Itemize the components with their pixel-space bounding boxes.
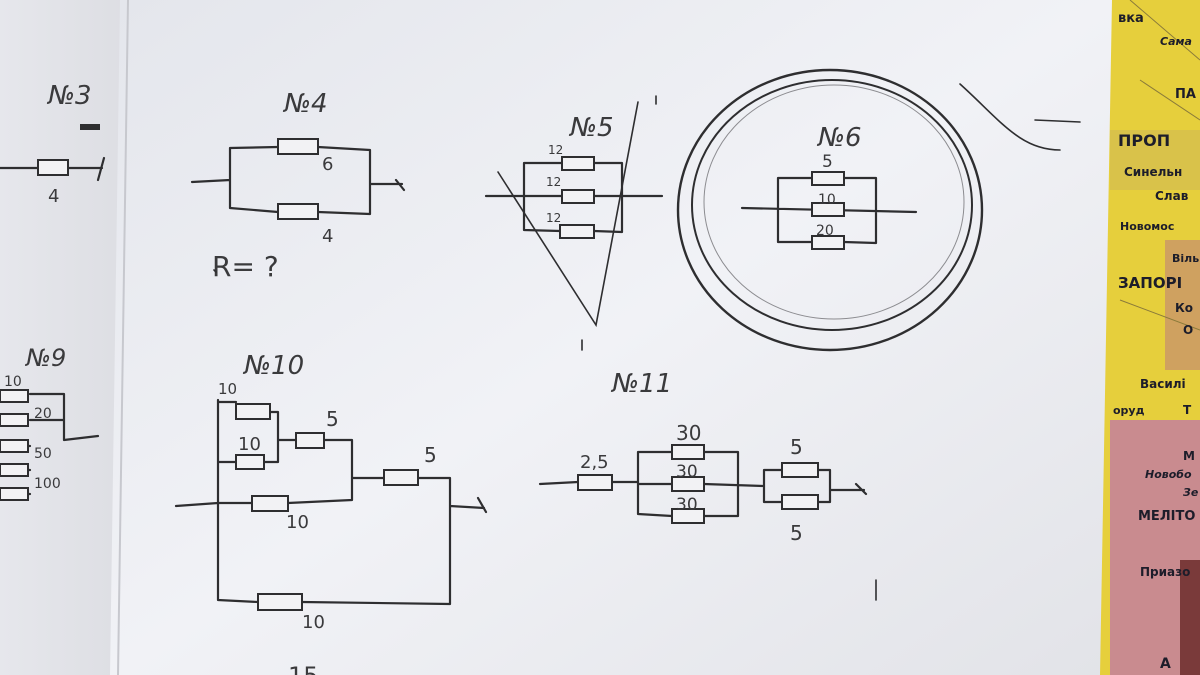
resistor xyxy=(37,159,69,176)
problem-4: №4 6 4 R= ? xyxy=(190,89,406,283)
problem-9-title: №9 xyxy=(24,344,66,372)
problem-5: №5 12 12 12 xyxy=(484,101,664,328)
resistor xyxy=(671,444,705,460)
map-label: ПА xyxy=(1175,87,1196,102)
map-label: О xyxy=(1183,323,1193,337)
problem-9-resistor-label: 100 xyxy=(34,476,61,492)
resistor xyxy=(559,224,595,239)
problem-11-resistor-label: 30 xyxy=(676,421,701,445)
problem-10-resistor-label: 5 xyxy=(326,407,339,431)
resistor xyxy=(0,463,29,477)
resistor xyxy=(671,476,705,492)
map-labels: вка Сама ПА ПРОП Синельн Слав Новомос Ві… xyxy=(1113,11,1199,672)
resistor xyxy=(383,469,419,486)
resistor xyxy=(811,202,845,217)
resistor xyxy=(561,156,595,171)
resistor xyxy=(781,494,819,510)
problem-6-title: №6 xyxy=(816,123,862,153)
problem-10: №10 10 10 5 5 10 10 xyxy=(174,351,488,633)
map-label: Слав xyxy=(1155,189,1189,203)
problem-5-title: №5 xyxy=(568,113,614,143)
map-label: Новомос xyxy=(1120,220,1174,233)
resistor xyxy=(0,487,29,501)
map-label: Сама xyxy=(1160,35,1192,48)
resistor xyxy=(235,403,271,420)
map-label: ЗАПОРІ xyxy=(1118,274,1182,292)
problem-3-title: №3 xyxy=(46,81,92,111)
problem-10-resistor-label: 10 xyxy=(238,434,261,455)
problem-6: №6 5 10 20 xyxy=(676,68,1081,352)
problem-6-resistor-label: 5 xyxy=(822,152,833,172)
problem-4-resistor-label: 4 xyxy=(322,226,333,247)
problem-3-resistor-label: 4 xyxy=(48,186,59,207)
resistor xyxy=(0,439,29,453)
problem-11-title: №11 xyxy=(610,369,672,399)
resistor xyxy=(781,462,819,478)
resistor xyxy=(235,454,265,470)
problem-9-resistor-label: 10 xyxy=(4,374,22,390)
dash-mark xyxy=(80,124,100,130)
problem-11: №11 2,5 30 30 30 5 5 xyxy=(538,369,868,545)
map-label: А xyxy=(1160,656,1171,672)
stray-marks: 15 xyxy=(213,95,877,675)
problem-6-resistor-label: 10 xyxy=(818,192,836,208)
problem-5-resistor-label: 12 xyxy=(548,143,563,157)
map-label: Віль xyxy=(1172,252,1199,265)
map-label: ПРОП xyxy=(1118,131,1170,150)
resistor xyxy=(671,508,705,524)
map-label: Василі xyxy=(1140,377,1186,391)
problem-3: №3 4 xyxy=(0,81,106,207)
map-label: оруд xyxy=(1113,404,1145,417)
problem-10-title: №10 xyxy=(242,351,304,381)
problem-11-resistor-label: 5 xyxy=(790,521,803,545)
problem-5-resistor-label: 12 xyxy=(546,175,561,189)
problem-10-resistor-label: 5 xyxy=(424,443,437,467)
bottom-partial-label: 15 xyxy=(288,662,319,675)
resistor xyxy=(277,138,319,155)
map-label: М xyxy=(1183,449,1195,463)
problem-5-resistor-label: 12 xyxy=(546,211,561,225)
problem-4-question: R= ? xyxy=(212,250,279,283)
problem-11-resistor-label: 30 xyxy=(676,495,698,515)
problem-11-resistor-label: 2,5 xyxy=(580,452,609,473)
problem-11-resistor-label: 5 xyxy=(790,435,803,459)
problem-10-resistor-label: 10 xyxy=(286,512,309,533)
resistor xyxy=(257,593,303,611)
resistor xyxy=(251,495,289,512)
map-label: Ко xyxy=(1175,301,1193,315)
problem-9-resistor-label: 50 xyxy=(34,446,52,462)
resistor xyxy=(0,389,29,403)
problem-4-title: №4 xyxy=(282,89,328,119)
resistor xyxy=(277,203,319,220)
problem-6-resistor-label: 20 xyxy=(816,223,834,239)
problem-11-resistor-label: 30 xyxy=(676,462,698,482)
resistor xyxy=(811,235,845,250)
problem-10-resistor-label: 10 xyxy=(218,380,237,398)
map-background xyxy=(1095,0,1200,675)
resistor xyxy=(295,432,325,449)
map-label: Новобо xyxy=(1145,468,1192,481)
map-label: Т xyxy=(1183,403,1192,417)
problem-9: №9 10 20 50 100 xyxy=(0,344,100,501)
paper-sheet xyxy=(0,0,1112,675)
resistor xyxy=(811,171,845,186)
problem-10-resistor-label: 10 xyxy=(302,612,325,633)
resistor xyxy=(0,413,29,427)
resistor xyxy=(561,189,595,204)
map-label: Синельн xyxy=(1124,165,1182,179)
map-label: Зе xyxy=(1183,486,1199,499)
map-label: МЕЛІТО xyxy=(1138,509,1195,524)
problem-9-resistor-label: 20 xyxy=(34,406,52,422)
map-label: Приазо xyxy=(1140,565,1190,579)
map-label: вка xyxy=(1118,11,1144,26)
resistor xyxy=(577,474,613,491)
problem-4-resistor-label: 6 xyxy=(322,154,333,175)
